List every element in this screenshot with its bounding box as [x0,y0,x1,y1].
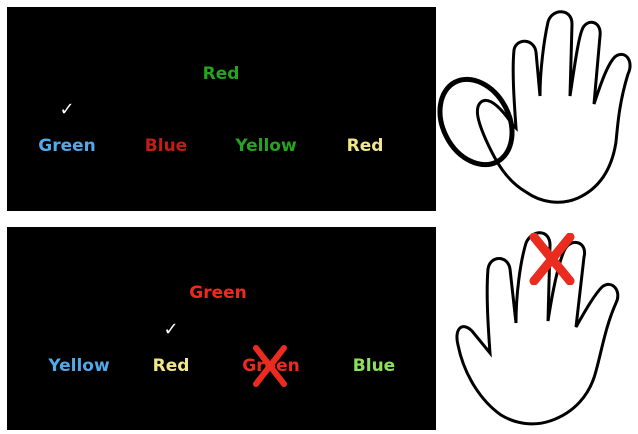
hand-illustration-top [436,0,638,215]
red-cross-icon [528,233,576,285]
check-mark: ✓ [59,100,74,120]
option-yellow[interactable]: Yellow [235,136,296,156]
option-blue[interactable]: Blue [353,356,395,376]
hand-illustration-bottom [436,225,638,430]
target-word: Green [189,283,247,303]
check-mark: ✓ [163,320,178,340]
option-red[interactable]: Red [153,356,190,376]
hand-outline-icon [436,0,638,215]
section-divider [0,216,638,222]
target-word: Red [203,64,240,84]
stroop-trial-top: Red ✓ Green Blue Yellow Red [7,7,436,211]
option-blue[interactable]: Blue [145,136,187,156]
option-red[interactable]: Red [347,136,384,156]
stroop-trial-bottom: Green ✓ Yellow Red Green Blue [7,227,436,430]
option-yellow[interactable]: Yellow [48,356,109,376]
option-green[interactable]: Green [38,136,96,156]
red-cross-icon [252,345,288,387]
